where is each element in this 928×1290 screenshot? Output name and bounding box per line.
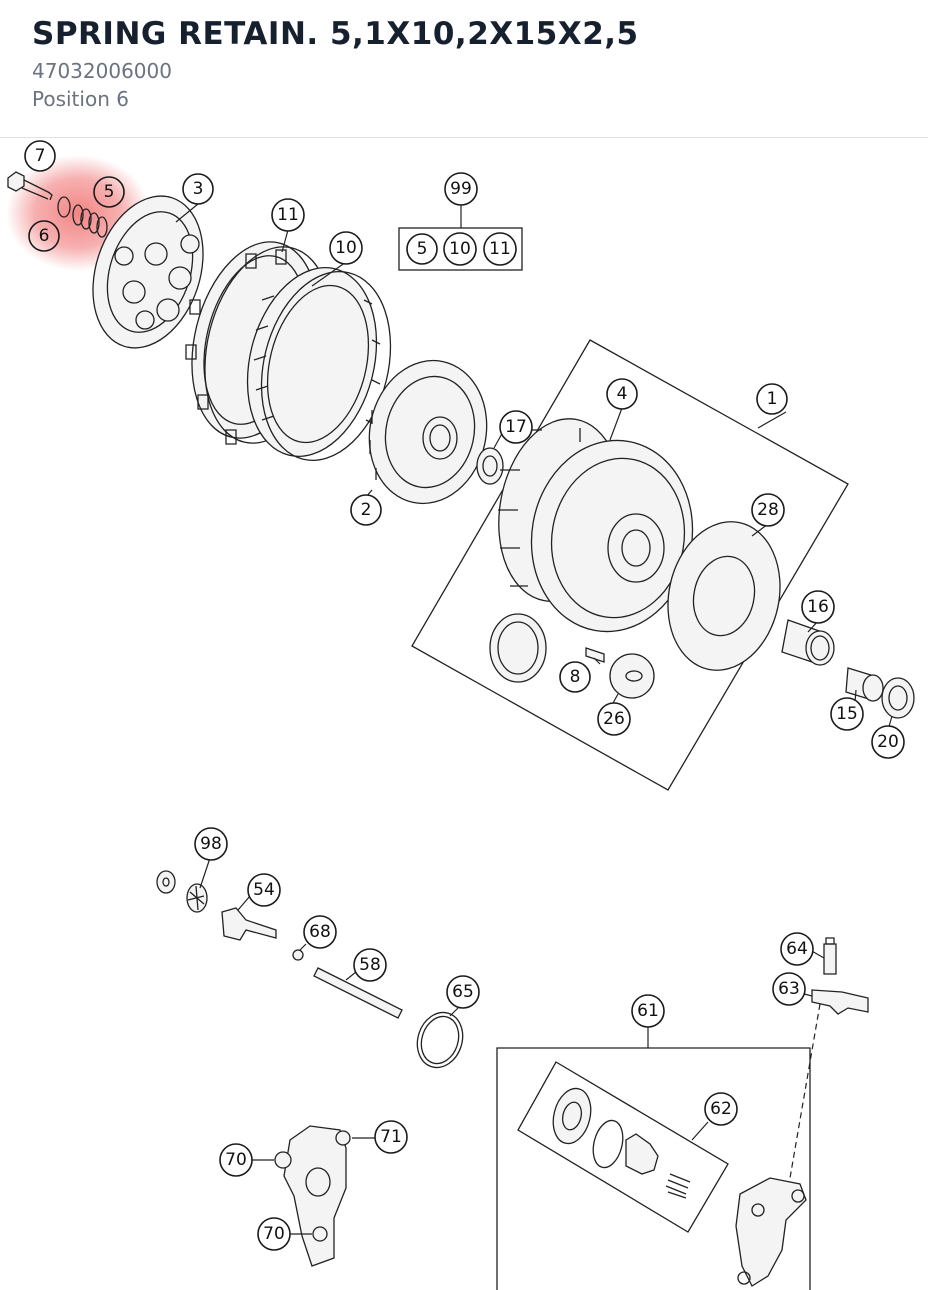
part-washer-98[interactable] <box>156 870 208 913</box>
part-number: 47032006000 <box>32 59 172 83</box>
svg-text:17: 17 <box>505 417 527 437</box>
callout-16[interactable]: 16 <box>801 590 835 624</box>
svg-text:63: 63 <box>778 979 800 999</box>
callout-3[interactable]: 3 <box>182 173 214 205</box>
callout-10[interactable]: 10 <box>329 231 363 265</box>
part-washer-20[interactable] <box>881 677 915 719</box>
callout-26[interactable]: 26 <box>597 702 631 736</box>
svg-text:99: 99 <box>450 179 472 199</box>
svg-text:70: 70 <box>225 1150 247 1170</box>
svg-text:28: 28 <box>757 500 779 520</box>
assembly-box-62 <box>517 1061 729 1233</box>
callout-70-upper[interactable]: 70 <box>219 1143 253 1177</box>
callout-99-item-10[interactable]: 10 <box>443 232 477 266</box>
assembly-box-1 <box>411 339 849 791</box>
part-header: SPRING RETAIN. 5,1X10,2X15X2,5 470320060… <box>0 0 928 138</box>
callout-5[interactable]: 5 <box>93 176 125 208</box>
part-outer-clutch-basket-4[interactable] <box>485 409 708 644</box>
part-spring-retainer-5-6[interactable] <box>57 196 108 238</box>
svg-text:68: 68 <box>309 922 331 942</box>
svg-text:62: 62 <box>710 1099 732 1119</box>
callout-2[interactable]: 2 <box>350 494 382 526</box>
callout-8[interactable]: 8 <box>559 661 591 693</box>
part-clutch-cover-70-71[interactable] <box>274 1125 351 1267</box>
svg-text:65: 65 <box>452 982 474 1002</box>
part-primary-gear[interactable] <box>489 613 547 683</box>
svg-text:4: 4 <box>617 384 628 404</box>
callout-11[interactable]: 11 <box>271 198 305 232</box>
callout-28[interactable]: 28 <box>751 493 785 527</box>
part-title: SPRING RETAIN. 5,1X10,2X15X2,5 <box>32 16 639 52</box>
callout-54[interactable]: 54 <box>247 873 281 907</box>
svg-text:6: 6 <box>39 226 50 246</box>
part-needle-bearing-16[interactable] <box>781 619 835 666</box>
svg-text:26: 26 <box>603 709 625 729</box>
callout-61[interactable]: 61 <box>631 994 665 1028</box>
callout-7[interactable]: 7 <box>24 140 56 172</box>
callout-99[interactable]: 99 <box>444 172 478 206</box>
callout-58[interactable]: 58 <box>353 948 387 982</box>
svg-text:2: 2 <box>361 500 372 520</box>
part-slave-cylinder-61[interactable] <box>735 1177 807 1287</box>
svg-text:20: 20 <box>877 732 899 752</box>
callout-71[interactable]: 71 <box>374 1120 408 1154</box>
dash-line-bleeder <box>789 1003 821 1179</box>
part-washer-17[interactable] <box>476 447 504 485</box>
svg-text:10: 10 <box>335 238 357 258</box>
part-disc-28[interactable] <box>655 511 794 681</box>
svg-text:54: 54 <box>253 880 275 900</box>
callout-20[interactable]: 20 <box>871 725 905 759</box>
part-bleeder-screw-64[interactable] <box>823 937 837 975</box>
callout-65[interactable]: 65 <box>446 975 480 1009</box>
svg-text:3: 3 <box>193 179 204 199</box>
callout-17[interactable]: 17 <box>499 410 533 444</box>
part-ball-68[interactable] <box>292 949 304 961</box>
part-bushing-26[interactable] <box>609 653 655 699</box>
svg-text:1: 1 <box>767 389 778 409</box>
callout-1[interactable]: 1 <box>756 383 788 415</box>
svg-text:98: 98 <box>200 834 222 854</box>
svg-text:11: 11 <box>489 239 511 259</box>
svg-text:70: 70 <box>263 1224 285 1244</box>
part-pressure-piece-54[interactable] <box>221 907 277 941</box>
svg-text:11: 11 <box>277 205 299 225</box>
callout-6[interactable]: 6 <box>28 220 60 252</box>
callout-99-item-11[interactable]: 11 <box>483 232 517 266</box>
svg-text:61: 61 <box>637 1001 659 1021</box>
svg-text:10: 10 <box>449 239 471 259</box>
part-bolt-7[interactable] <box>7 171 53 201</box>
part-pressure-plate-3[interactable] <box>74 182 221 363</box>
exploded-parts-diagram: 7 5 6 3 11 10 99 5 10 11 4 1 <box>6 140 915 1290</box>
callout-64[interactable]: 64 <box>780 932 814 966</box>
callout-70-lower[interactable]: 70 <box>257 1217 291 1251</box>
svg-text:5: 5 <box>104 182 115 202</box>
callout-4[interactable]: 4 <box>606 378 638 410</box>
svg-text:5: 5 <box>417 239 428 259</box>
callout-62[interactable]: 62 <box>704 1092 738 1126</box>
part-inner-hub-2[interactable] <box>356 350 499 515</box>
svg-text:16: 16 <box>807 597 829 617</box>
part-position: Position 6 <box>32 87 129 111</box>
callout-99-item-5[interactable]: 5 <box>406 233 438 265</box>
callout-15[interactable]: 15 <box>830 697 864 731</box>
callout-98[interactable]: 98 <box>194 827 228 861</box>
assembly-box-61 <box>496 1047 811 1290</box>
part-steel-disc-10[interactable] <box>229 254 410 474</box>
svg-text:8: 8 <box>570 667 581 687</box>
part-pin-8[interactable] <box>585 647 605 663</box>
part-slave-cylinder-piston-62[interactable] <box>548 1084 691 1199</box>
part-spacer-15[interactable] <box>845 667 884 702</box>
svg-text:71: 71 <box>380 1127 402 1147</box>
part-banjo-bolt-63[interactable] <box>811 989 869 1015</box>
callout-63[interactable]: 63 <box>772 972 806 1006</box>
part-o-ring-65[interactable] <box>410 1007 469 1074</box>
callout-68[interactable]: 68 <box>303 915 337 949</box>
leader-lines <box>175 203 893 1235</box>
part-push-rod-58[interactable] <box>313 967 403 1019</box>
svg-text:64: 64 <box>786 939 808 959</box>
svg-text:7: 7 <box>35 146 46 166</box>
svg-text:15: 15 <box>836 704 858 724</box>
svg-text:58: 58 <box>359 955 381 975</box>
